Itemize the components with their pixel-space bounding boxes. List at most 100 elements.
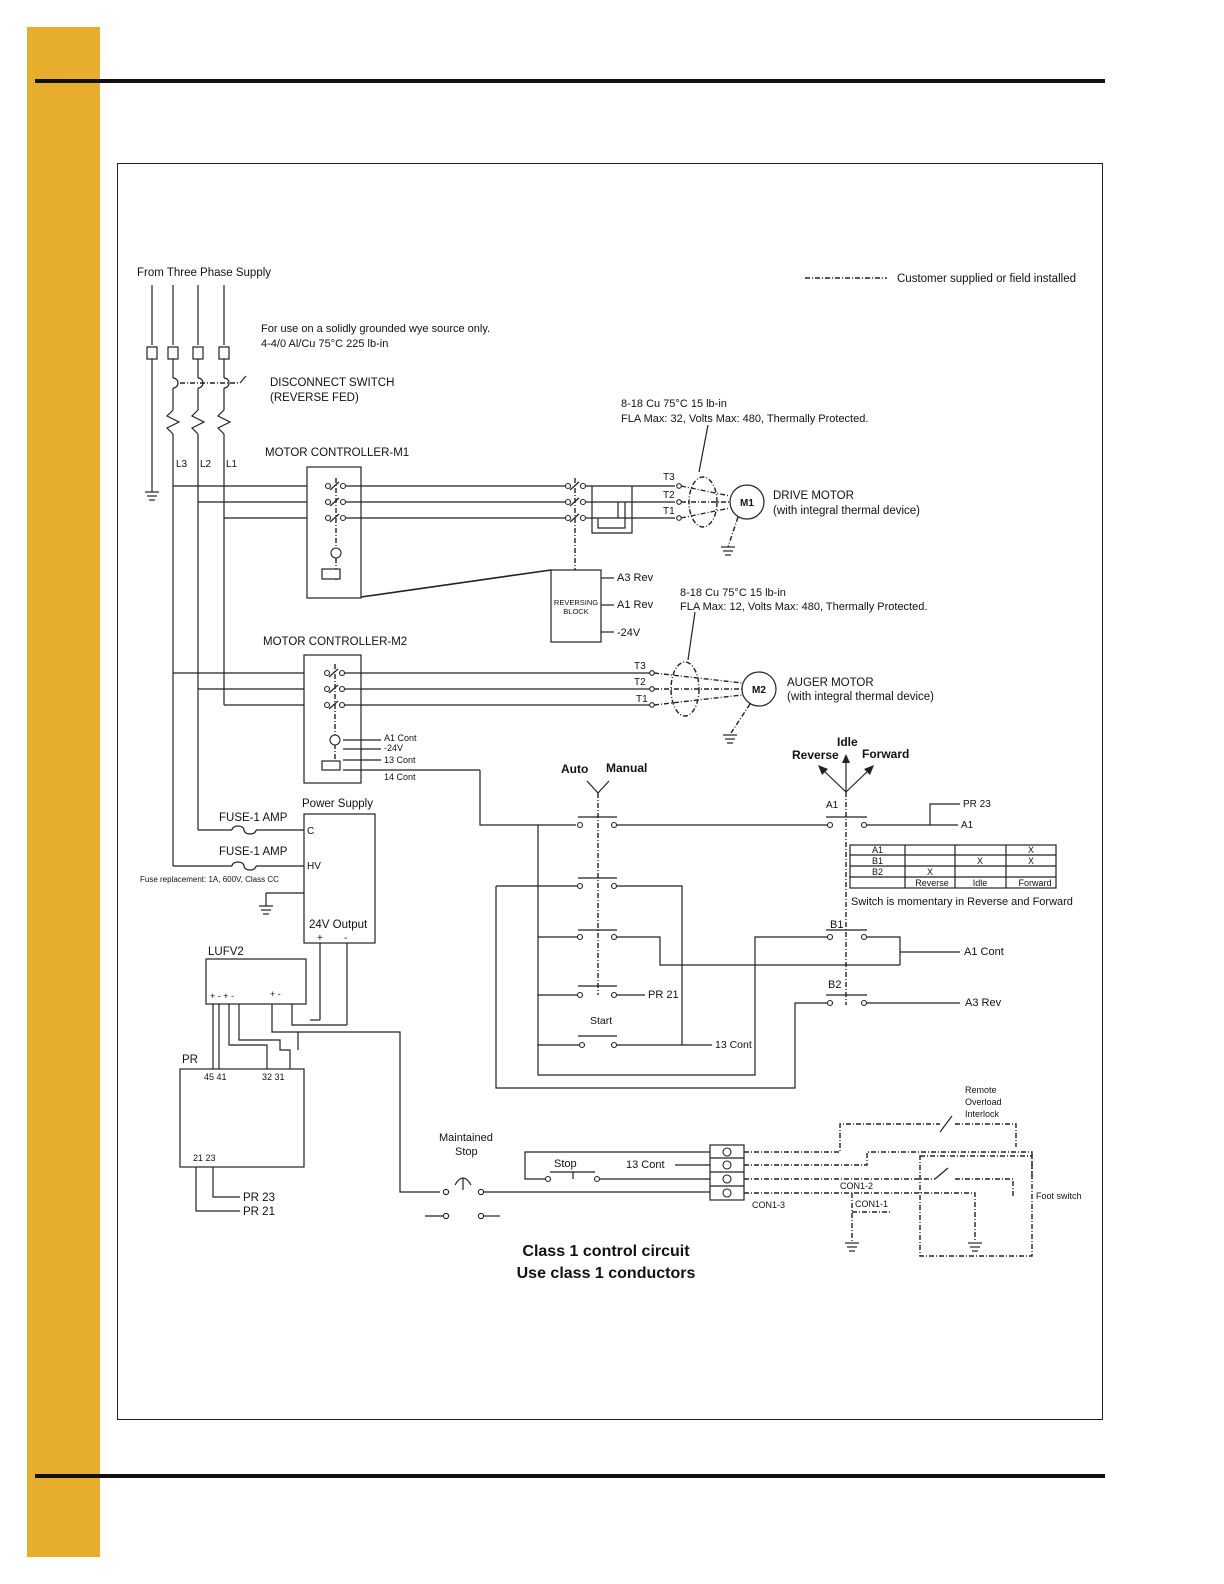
auger-spec-2: FLA Max: 12, Volts Max: 480, Thermally P… (680, 601, 927, 613)
auger-terminal-t3: T3 (634, 661, 646, 672)
switch-a1cont-out: A1 Cont (964, 946, 1004, 958)
disconnect-switch (165, 359, 247, 435)
drive-motor-symbol (729, 484, 765, 520)
drive-motor-name: DRIVE MOTOR (773, 490, 854, 502)
fuse-element-l2 (190, 409, 206, 435)
fuse-2-label: FUSE-1 AMP (219, 846, 288, 858)
pr-title: PR (182, 1054, 198, 1066)
side-color-bar (27, 27, 100, 1557)
lufv2-terminals: + - + - (210, 991, 234, 1001)
ps-input-hv: HV (307, 861, 321, 872)
m2-terminal-24v: -24V (384, 743, 403, 753)
table-col-reverse: Reverse (915, 878, 949, 888)
reversing-block-label-1: REVERSING (554, 598, 598, 607)
switch-forward-label: Forward (862, 747, 909, 761)
auger-motor-symbol (741, 671, 777, 707)
pr-out-21: PR 21 (243, 1206, 275, 1218)
footer-rule (35, 1474, 1105, 1478)
table-row-b2: B2 (872, 867, 883, 877)
terminal-l3 (167, 346, 179, 360)
switch-truth-table (849, 844, 1057, 889)
fuse-wiring (173, 825, 304, 915)
pr-terminals-bottom: 21 23 (193, 1153, 216, 1163)
table-col-forward: Forward (1018, 878, 1051, 888)
stop-button-circuit (524, 1151, 712, 1183)
controller-m2-wiring (173, 664, 650, 771)
ps-output-minus: - (344, 933, 347, 944)
fuse-1-icon (231, 825, 257, 835)
ps-input-c: C (307, 826, 314, 837)
m2-terminal-a1cont: A1 Cont (384, 733, 417, 743)
supply-note-2: 4-4/0 Al/Cu 75°C 225 lb-in (261, 338, 388, 350)
diagram-frame (117, 163, 1103, 1420)
switch-idle-label: Idle (837, 735, 858, 749)
reversing-contacts (564, 478, 675, 570)
disconnect-label-2: (REVERSE FED) (270, 392, 359, 404)
switch-a1-label: A1 (826, 800, 839, 811)
selector-auto-label: Auto (561, 762, 588, 776)
fuse-element-l3 (165, 409, 181, 435)
legend-text: Customer supplied or field installed (897, 273, 1076, 285)
table-row-a1: A1 (872, 845, 883, 855)
remote-label-2: Overload (965, 1097, 1002, 1107)
reversing-out-24v: -24V (617, 627, 641, 639)
header-rule (35, 79, 1105, 83)
foot-switch-label: Foot switch (1036, 1191, 1082, 1201)
selector-manual-label: Manual (606, 761, 647, 775)
low-voltage-wiring (195, 943, 440, 1212)
controller-m1-label: MOTOR CONTROLLER-M1 (265, 447, 409, 459)
disconnect-label-1: DISCONNECT SWITCH (270, 377, 394, 389)
terminal-ground (146, 346, 158, 360)
foot-switch-enclosure (919, 1155, 1033, 1257)
drive-motor-desc: (with integral thermal device) (773, 505, 920, 517)
auto-manual-selector (479, 770, 900, 1089)
lufv2-module (205, 958, 307, 1005)
auger-motor-desc: (with integral thermal device) (787, 691, 934, 703)
caption-line-2: Use class 1 conductors (517, 1265, 696, 1282)
drive-terminal-t3: T3 (663, 472, 675, 483)
pr-out-23: PR 23 (243, 1192, 275, 1204)
reversing-block (550, 569, 602, 643)
m2-terminal-14cont: 14 Cont (384, 772, 416, 782)
reversing-out-a1rev: A1 Rev (617, 599, 654, 611)
pr-terminals-left: 45 41 (204, 1072, 227, 1082)
maintained-stop-label-2: Stop (455, 1146, 478, 1158)
pr-terminals-right: 32 31 (262, 1072, 285, 1082)
remote-label-1: Remote (965, 1085, 997, 1095)
lufv2-out-terminals: + - (270, 989, 281, 999)
drive-spec-1: 8-18 Cu 75°C 15 lb-in (621, 398, 727, 410)
reversing-out-a3rev: A3 Rev (617, 572, 654, 584)
drive-terminal-dot (676, 483, 682, 489)
fuse-1-label: FUSE-1 AMP (219, 812, 288, 824)
caption-line-1: Class 1 control circuit (522, 1243, 690, 1260)
auger-spec-1: 8-18 Cu 75°C 15 lb-in (680, 587, 786, 599)
maintained-stop-switch (425, 1177, 712, 1220)
drive-motor-id: M1 (740, 498, 754, 509)
con1-3-label: CON1-3 (752, 1200, 785, 1210)
auger-motor-id: M2 (752, 685, 766, 696)
table-col-idle: Idle (973, 878, 988, 888)
maintained-stop-label-1: Maintained (439, 1132, 493, 1144)
terminal-l1 (218, 346, 230, 360)
table-cell: X (1028, 845, 1034, 855)
phase-label-l2: L2 (200, 459, 212, 470)
selector-pr21: PR 21 (648, 989, 679, 1001)
switch-note: Switch is momentary in Reverse and Forwa… (851, 896, 1073, 908)
table-cell: X (1028, 856, 1034, 866)
phase-label-l3: L3 (176, 459, 188, 470)
auger-terminal-t2: T2 (634, 677, 646, 688)
fuse-replacement-note: Fuse replacement: 1A, 600V, Class CC (140, 875, 279, 884)
con1-1-label: CON1-1 (855, 1199, 888, 1209)
auger-spec-leader (687, 611, 696, 661)
terminal-l2 (192, 346, 204, 360)
reversing-block-label-2: BLOCK (563, 607, 588, 616)
supply-title: From Three Phase Supply (137, 267, 271, 279)
switch-reverse-label: Reverse (792, 748, 839, 762)
con1-2-label: CON1-2 (840, 1181, 873, 1191)
switch-a1-out: A1 (961, 820, 974, 831)
switch-a3rev-out: A3 Rev (965, 997, 1002, 1009)
phase-label-l1: L1 (226, 459, 238, 470)
table-cell: X (927, 867, 933, 877)
table-cell: X (977, 856, 983, 866)
